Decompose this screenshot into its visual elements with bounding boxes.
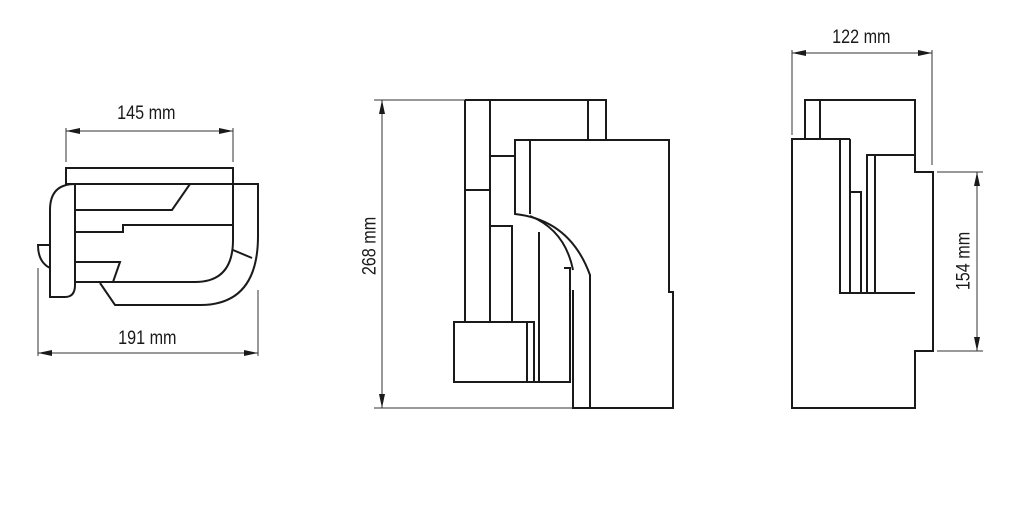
side-view [374, 99, 674, 409]
front-view-width-label: 122 mm [832, 27, 891, 48]
front-view [791, 50, 983, 409]
top-view [36, 128, 259, 356]
side-view-height-label: 268 mm [359, 216, 381, 276]
top-view-overall-width-label: 191 mm [118, 328, 177, 349]
top-view-width-label: 145 mm [117, 103, 176, 124]
front-view-height-label: 154 mm [953, 231, 975, 291]
